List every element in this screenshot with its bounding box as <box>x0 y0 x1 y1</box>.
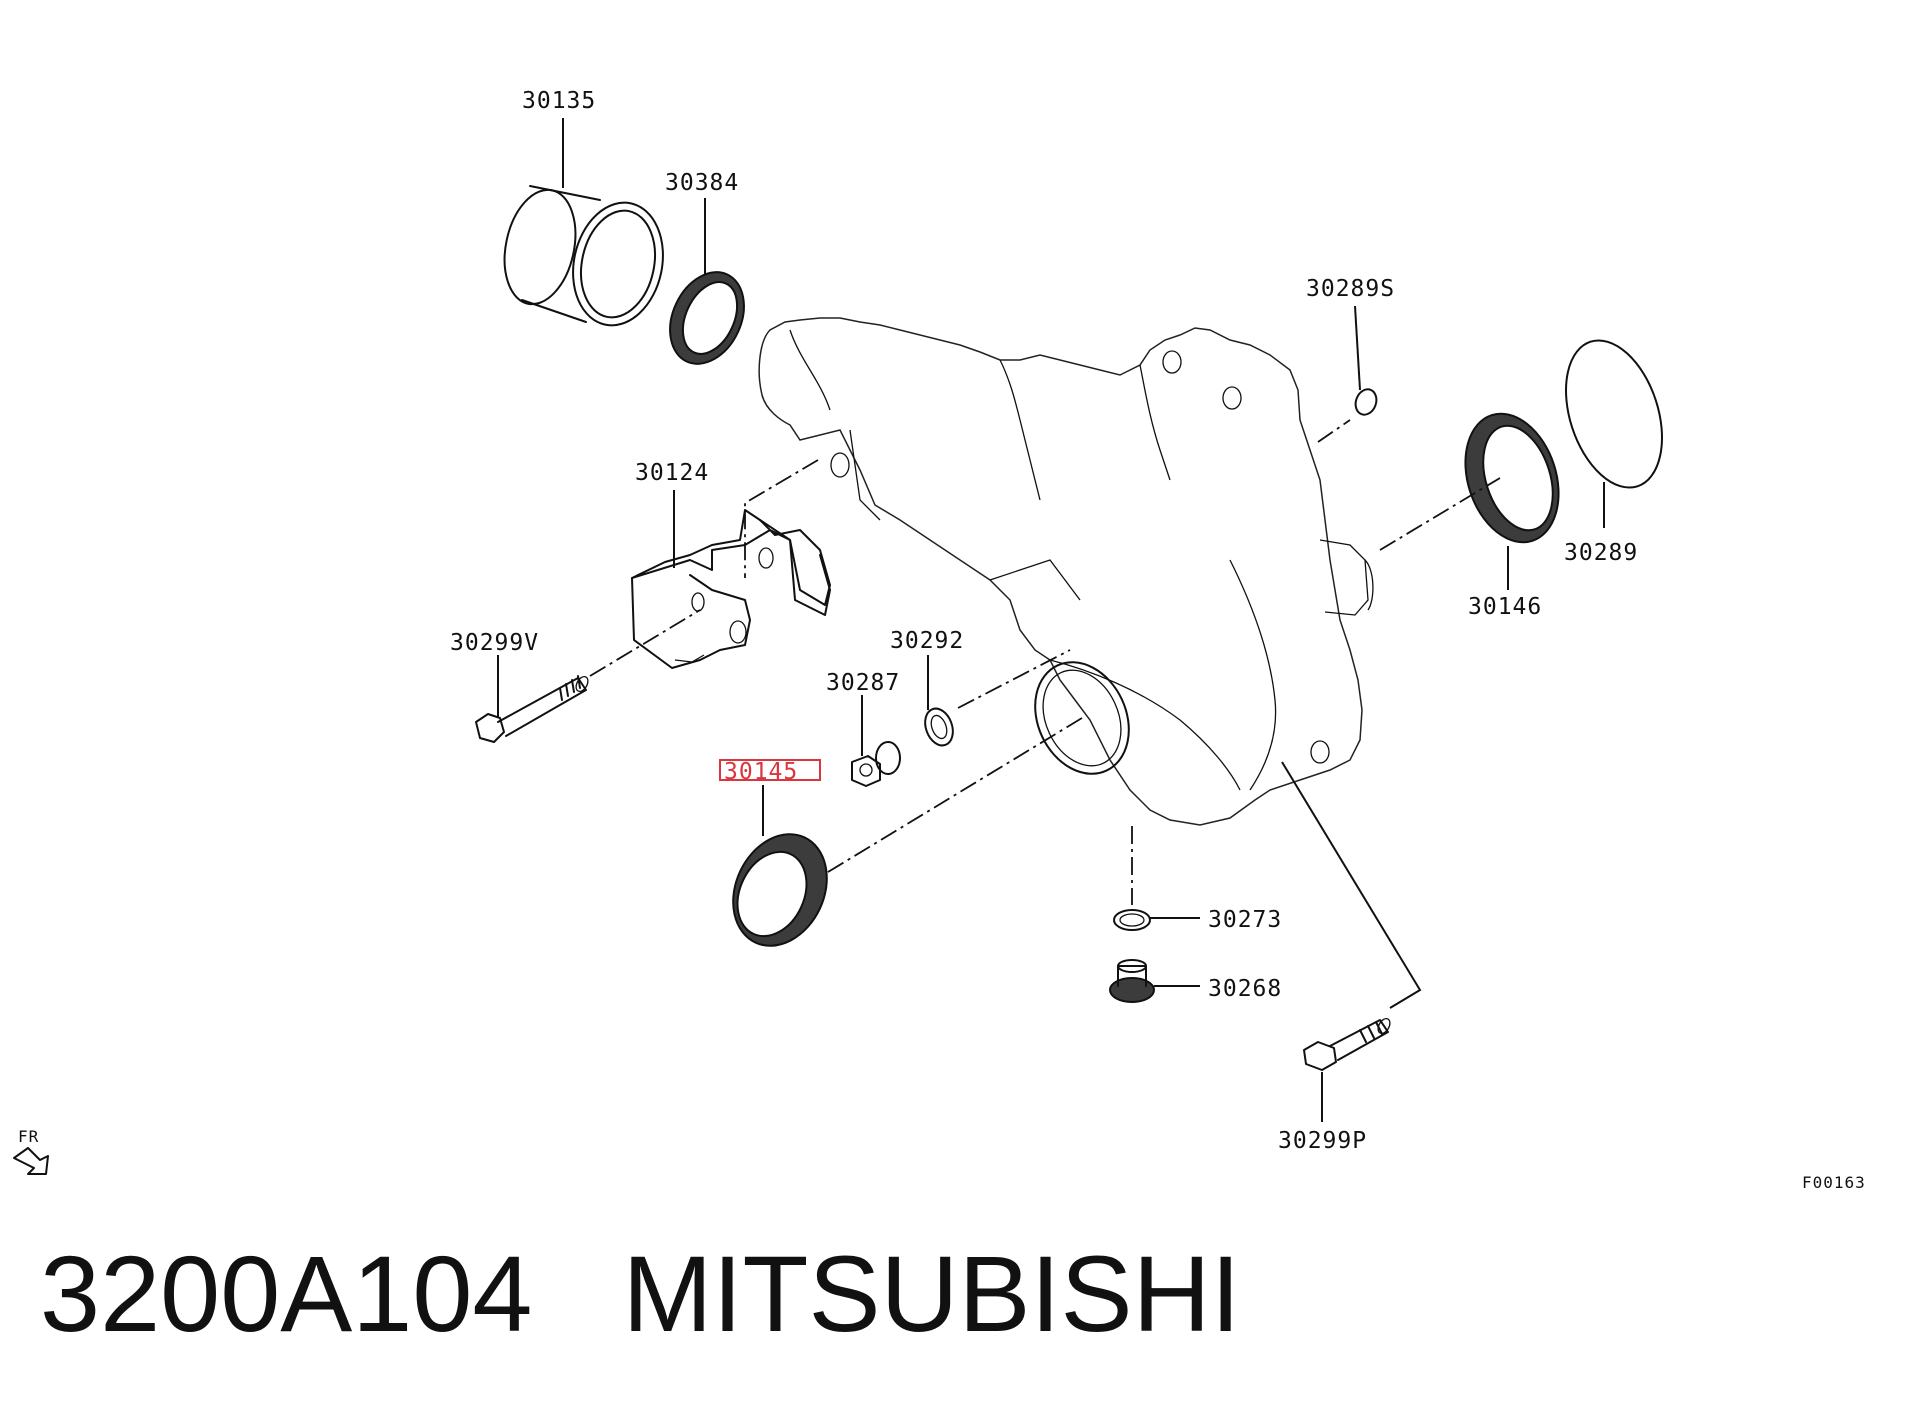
front-arrow-icon <box>13 1147 49 1175</box>
label-30292[interactable]: 30292 <box>890 628 964 654</box>
label-30299V[interactable]: 30299V <box>450 630 539 656</box>
front-label: FR <box>18 1127 39 1146</box>
washer-part-30292 <box>924 707 954 747</box>
plug-part-30268 <box>1109 959 1155 1003</box>
seal-part-30146 <box>1464 412 1560 544</box>
leader-lines <box>497 118 1605 1122</box>
seal-part-30145 <box>732 833 828 947</box>
label-30384[interactable]: 30384 <box>665 170 739 196</box>
gasket-part-30273 <box>1113 909 1151 931</box>
label-30299P[interactable]: 30299P <box>1278 1128 1367 1154</box>
label-30289S[interactable]: 30289S <box>1306 276 1395 302</box>
oring-part-30289 <box>1565 339 1663 489</box>
highlight-box-30145 <box>719 759 821 781</box>
figure-code: F00163 <box>1802 1173 1866 1192</box>
part-labels: 30135 30384 30289S 30124 30289 30146 302… <box>450 88 1638 1154</box>
oring-part-30289S <box>1354 388 1378 416</box>
sleeve-part-30135 <box>503 185 664 327</box>
label-30287[interactable]: 30287 <box>826 670 900 696</box>
plug-part-30287 <box>851 741 901 787</box>
label-30135[interactable]: 30135 <box>522 88 596 114</box>
case-opening-ring <box>1034 661 1130 775</box>
caption: 3200A104 MITSUBISHI <box>40 1240 1241 1348</box>
seal-part-30384 <box>669 271 745 365</box>
assembly-lines <box>589 419 1501 1009</box>
front-orientation-marker: FR <box>13 1127 49 1175</box>
label-30268[interactable]: 30268 <box>1208 976 1282 1002</box>
transfer-case-body <box>758 317 1374 826</box>
bracket-part-30124 <box>631 509 831 669</box>
caption-spacer <box>533 1233 623 1354</box>
bolt-part-30299V <box>475 675 589 743</box>
label-30146[interactable]: 30146 <box>1468 594 1542 620</box>
caption-part-number: 3200A104 <box>40 1233 533 1354</box>
label-30289[interactable]: 30289 <box>1564 540 1638 566</box>
label-30124[interactable]: 30124 <box>635 460 709 486</box>
label-30273[interactable]: 30273 <box>1208 907 1282 933</box>
bolt-part-30299P <box>1303 1017 1391 1071</box>
label-30145[interactable]: 30145 <box>724 759 798 785</box>
caption-brand: MITSUBISHI <box>622 1233 1241 1354</box>
